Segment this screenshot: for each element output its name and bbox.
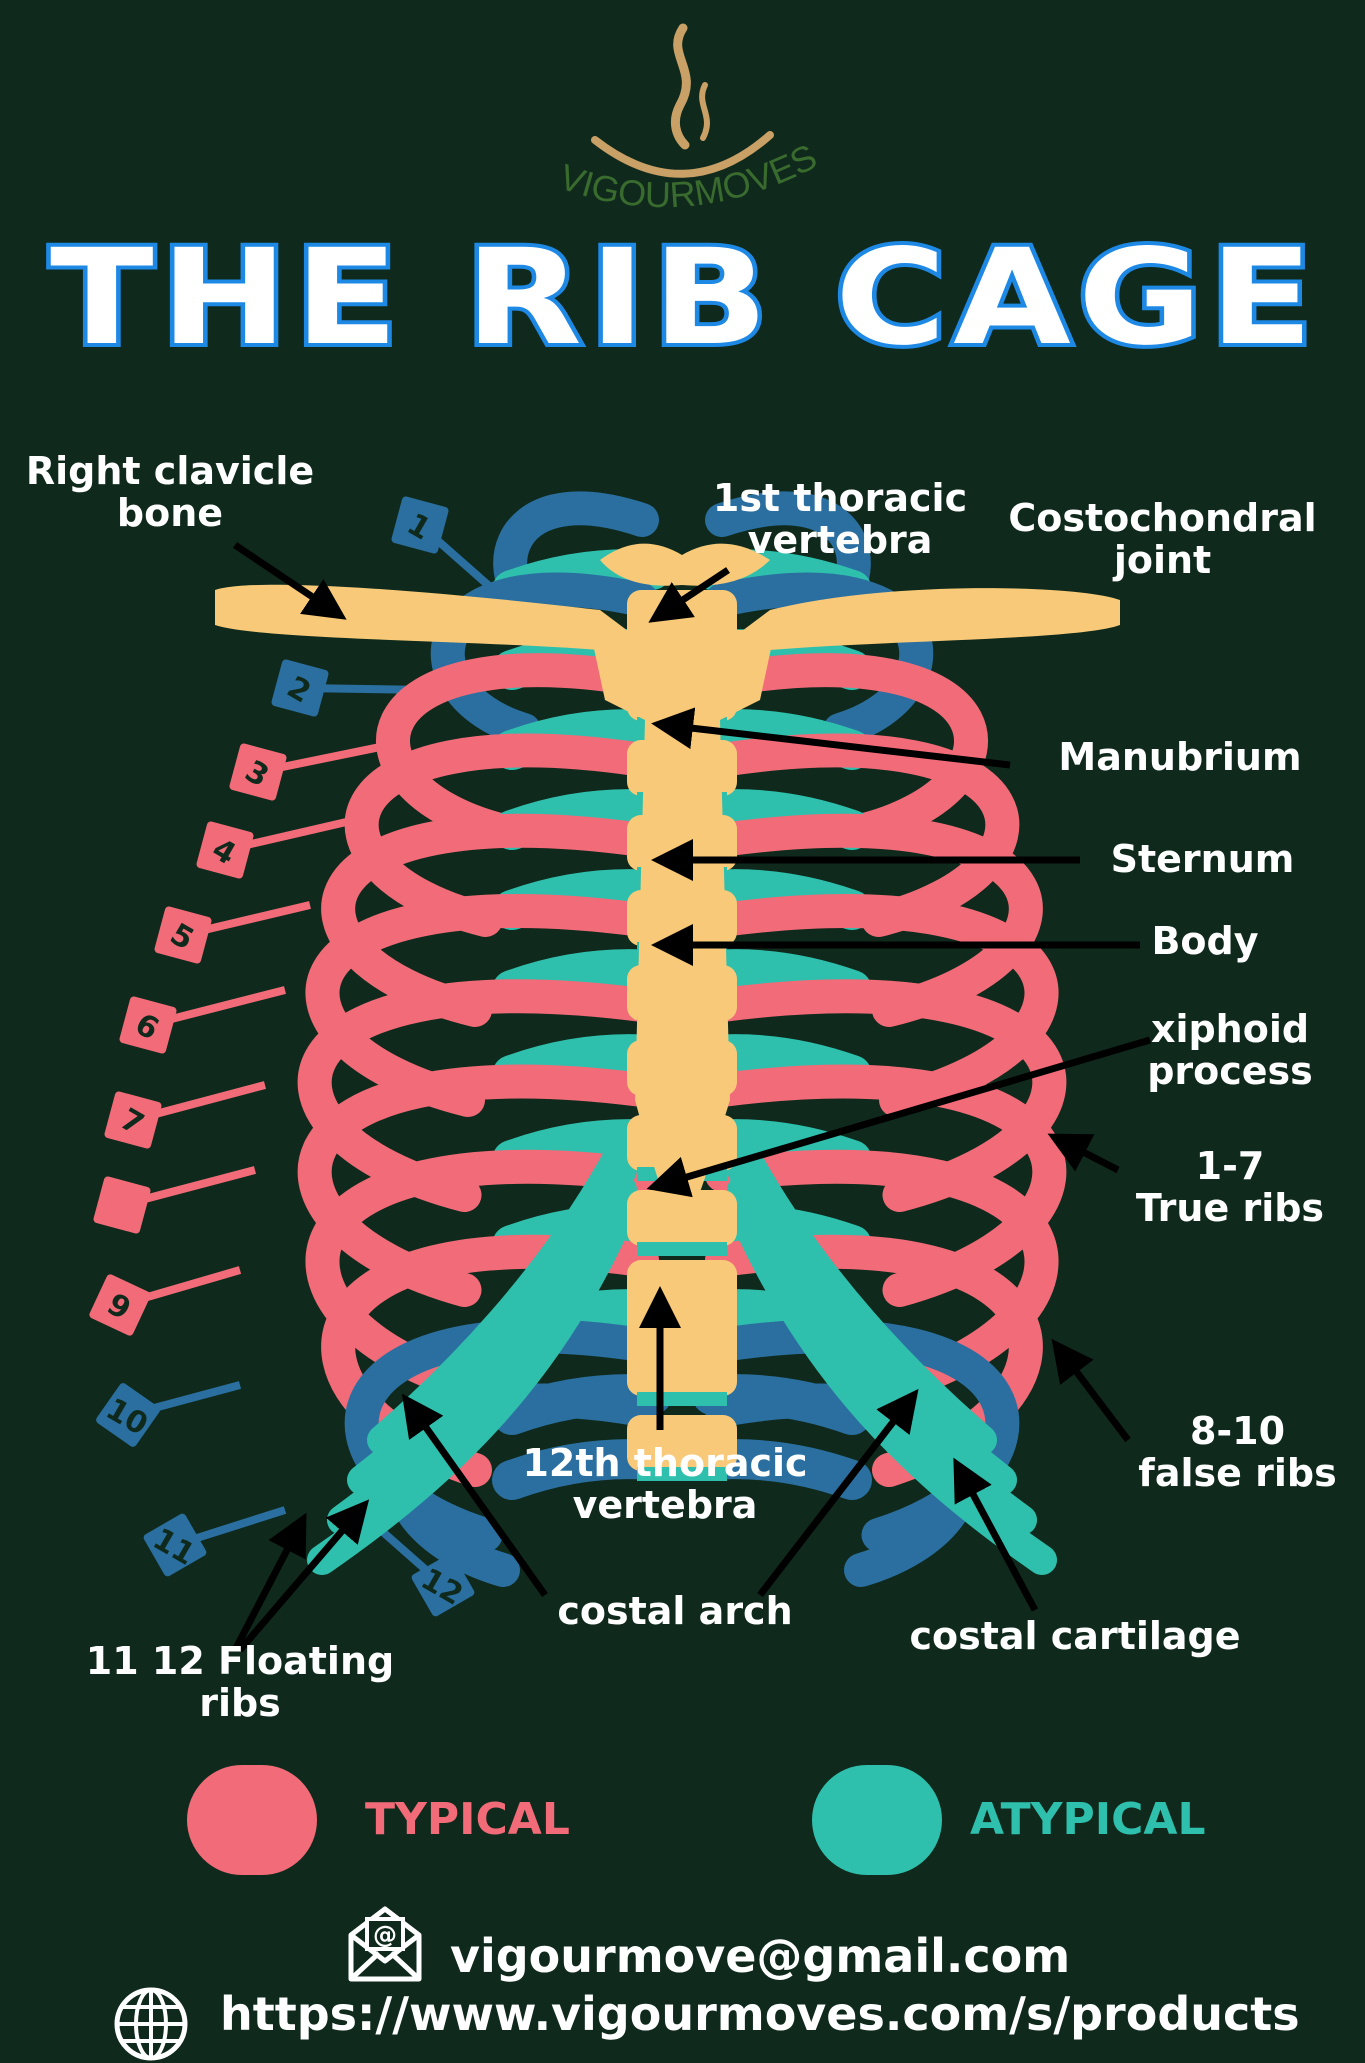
steam-curl-small bbox=[699, 82, 710, 141]
rib-tag-box bbox=[93, 1176, 151, 1234]
pointer-arrow bbox=[237, 1499, 370, 1653]
rib-9-right bbox=[705, 1149, 1059, 1402]
rib-7-left bbox=[297, 979, 659, 1212]
label-manubrium: Manubrium bbox=[1058, 735, 1302, 779]
rib-8-left bbox=[297, 1064, 659, 1307]
rib-tag: 11 bbox=[143, 1513, 207, 1577]
contact-website[interactable]: https://www.vigourmoves.com/s/products bbox=[220, 1987, 1300, 2041]
rib-6-left bbox=[305, 894, 659, 1117]
rib-tag: 5 bbox=[154, 906, 212, 964]
left-clavicle bbox=[730, 588, 1120, 650]
rib-4-left bbox=[344, 733, 659, 937]
pointer-arrow bbox=[757, 1388, 919, 1598]
rib-4-right bbox=[705, 733, 1020, 937]
label-sternum: Sternum bbox=[1110, 837, 1295, 881]
rib-5-right bbox=[705, 813, 1043, 1027]
bowl-curve bbox=[591, 131, 774, 178]
rib-tag-box bbox=[143, 1513, 207, 1577]
intervertebral-disc bbox=[637, 1467, 727, 1481]
rib-tag-box bbox=[271, 659, 329, 717]
rib-6-right bbox=[705, 894, 1059, 1117]
vertebra-12 bbox=[627, 1415, 737, 1471]
pointer-arrow bbox=[648, 567, 730, 623]
pointer-arrow bbox=[651, 707, 1011, 769]
rib-tag: 3 bbox=[229, 743, 287, 801]
rib-tag-box bbox=[104, 1091, 162, 1149]
rib-tag-box bbox=[154, 906, 212, 964]
steam-curl bbox=[670, 23, 691, 150]
rib-9-left bbox=[305, 1149, 659, 1402]
label-costal-arch: costal arch bbox=[557, 1589, 793, 1633]
pointer-arrow bbox=[233, 542, 347, 620]
rib-tag: 1 bbox=[391, 496, 449, 554]
contact-email[interactable]: vigourmove@gmail.com bbox=[450, 1929, 1071, 1983]
rib-tag-box bbox=[119, 996, 177, 1054]
rib-tag-box bbox=[229, 743, 287, 801]
rib-tag: 10 bbox=[96, 1383, 160, 1447]
rib-tag-box bbox=[196, 821, 254, 879]
legend-swatch-typical bbox=[187, 1765, 317, 1875]
pointer-arrow bbox=[1047, 1133, 1120, 1174]
rib-tag: 9 bbox=[89, 1274, 151, 1336]
label-costal-cartilage: costal cartilage bbox=[909, 1614, 1241, 1658]
first-thoracic-vertebra bbox=[600, 543, 770, 586]
rib-8-right bbox=[705, 1064, 1067, 1307]
pointer-arrow bbox=[953, 1457, 1039, 1612]
costal-arch-band-left bbox=[307, 1195, 637, 1575]
label-arrows bbox=[231, 542, 1151, 1653]
rib-tag: 6 bbox=[119, 996, 177, 1054]
svg-text:@: @ bbox=[373, 1921, 397, 1949]
page-title: THE RIB CAGE bbox=[50, 225, 1320, 370]
intervertebral-disc bbox=[637, 1242, 727, 1256]
rib-tag: 2 bbox=[271, 659, 329, 717]
rib-tag-box bbox=[391, 496, 449, 554]
rib-3-left bbox=[376, 653, 659, 847]
vigourmoves-logo: VIGOURMOVES bbox=[554, 23, 823, 215]
pointer-arrow bbox=[231, 1512, 307, 1652]
intervertebral-disc bbox=[637, 1392, 727, 1406]
rib-tag-box bbox=[89, 1274, 151, 1336]
pointer-arrow bbox=[1051, 1338, 1131, 1443]
rib-7-right bbox=[705, 979, 1067, 1212]
pointer-arrow bbox=[646, 1036, 1151, 1198]
legend-label-typical: TYPICAL bbox=[365, 1794, 570, 1845]
envelope-at-icon: @ bbox=[348, 1906, 422, 1982]
legend-swatch-atypical bbox=[812, 1765, 942, 1875]
legend-label-atypical: ATYPICAL bbox=[970, 1794, 1206, 1845]
rib-tag bbox=[93, 1176, 151, 1234]
rib-tag: 7 bbox=[104, 1091, 162, 1149]
lower-vertebra-block bbox=[627, 1260, 737, 1390]
pointer-arrow bbox=[401, 1393, 548, 1598]
globe-icon bbox=[114, 1987, 188, 2061]
rib-tag-box bbox=[96, 1383, 160, 1447]
rib-tag: 4 bbox=[196, 821, 254, 879]
rib-3-right bbox=[705, 653, 988, 847]
rib-5-left bbox=[321, 813, 659, 1027]
title-banner: THE RIB CAGE bbox=[46, 225, 1320, 370]
label-body: Body bbox=[1151, 919, 1259, 963]
